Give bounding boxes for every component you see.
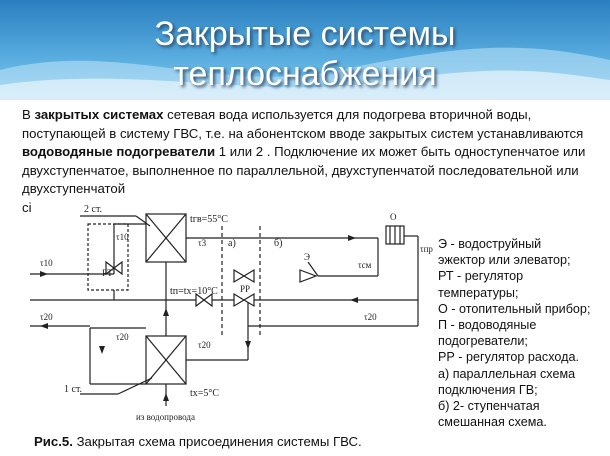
- legend-line: подогреватели;: [438, 334, 528, 349]
- label-stage1: 1 ст.: [64, 384, 82, 395]
- label-t-hot: tгв=55°C: [190, 214, 228, 225]
- label-branch-b: б): [274, 238, 282, 249]
- caption-figure-number: Рис.5.: [34, 434, 73, 449]
- figure-caption: Рис.5. Закрытая схема присоединения сист…: [34, 434, 362, 449]
- label-tau-cm: τсм: [358, 260, 372, 270]
- legend-line: б) 2- ступенчатая: [438, 399, 540, 414]
- title-banner: Закрытые системы теплоснабжения: [0, 0, 610, 100]
- banner-wave-decoration: [0, 47, 610, 100]
- heating-scheme-diagram: 2 ст. 1 ст. tгв=55°C tп=tх=10°C tх=5°C τ…: [30, 204, 433, 422]
- caption-text: Закрытая схема присоединения системы ГВС…: [72, 434, 362, 449]
- legend-line: РР - регулятор расхода.: [438, 350, 579, 365]
- intro-text-3: 1 или 2 . Подключение их может быть одно…: [22, 144, 586, 196]
- intro-term-closed-systems: закрытых системах: [34, 107, 164, 122]
- label-t-cold: tх=5°C: [190, 388, 219, 399]
- label-stage2: 2 ст.: [84, 204, 102, 215]
- label-tau20-mid: τ20: [198, 340, 211, 350]
- legend-line: подключения ГВ;: [438, 382, 538, 397]
- label-tau20-right: τ20: [364, 312, 377, 322]
- label-tau20-low: τ20: [116, 332, 129, 342]
- legend-line: О - отопительный прибор;: [438, 301, 591, 316]
- legend-line: РТ - регулятор: [438, 269, 524, 284]
- intro-paragraph: В закрытых системах сетевая вода использ…: [22, 106, 596, 217]
- legend-line: температуры;: [438, 285, 519, 300]
- label-tau10-left: τ10: [40, 258, 53, 268]
- label-tau10-top: τ10: [116, 232, 129, 242]
- label-ejector: Э: [304, 252, 310, 262]
- label-t-mid: tп=tх=10°C: [170, 286, 218, 297]
- label-tau20-left: τ20: [40, 312, 53, 322]
- intro-text-2: сетевая вода используется для подогрева …: [22, 107, 584, 141]
- label-rr: РР: [240, 284, 250, 294]
- legend-line: П - водоводяные: [438, 318, 537, 333]
- label-tau-pr: τпр: [420, 244, 433, 254]
- page-title-line2: теплоснабжения: [173, 55, 437, 93]
- legend-line: Э - водоструйный: [438, 237, 542, 251]
- label-water-source: из водопровода: [136, 412, 195, 422]
- intro-text-1: В: [22, 107, 35, 122]
- label-tau3: τ3: [198, 238, 207, 248]
- legend-line: а) параллельная схема: [438, 366, 576, 381]
- label-radiator: О: [390, 212, 397, 222]
- page-title-line1: Закрытые системы: [154, 15, 456, 53]
- label-rt: РТ: [102, 268, 113, 278]
- intro-term-heaters: водоводяные подогреватели: [22, 144, 216, 159]
- legend-line: эжектор или элеватор;: [438, 253, 571, 268]
- intro-text-cut: сі: [22, 199, 32, 215]
- legend-line: смешанная схема.: [438, 415, 547, 430]
- label-branch-a: а): [228, 238, 236, 249]
- legend-panel: Э - водоструйный эжектор или элеватор; Р…: [438, 236, 608, 430]
